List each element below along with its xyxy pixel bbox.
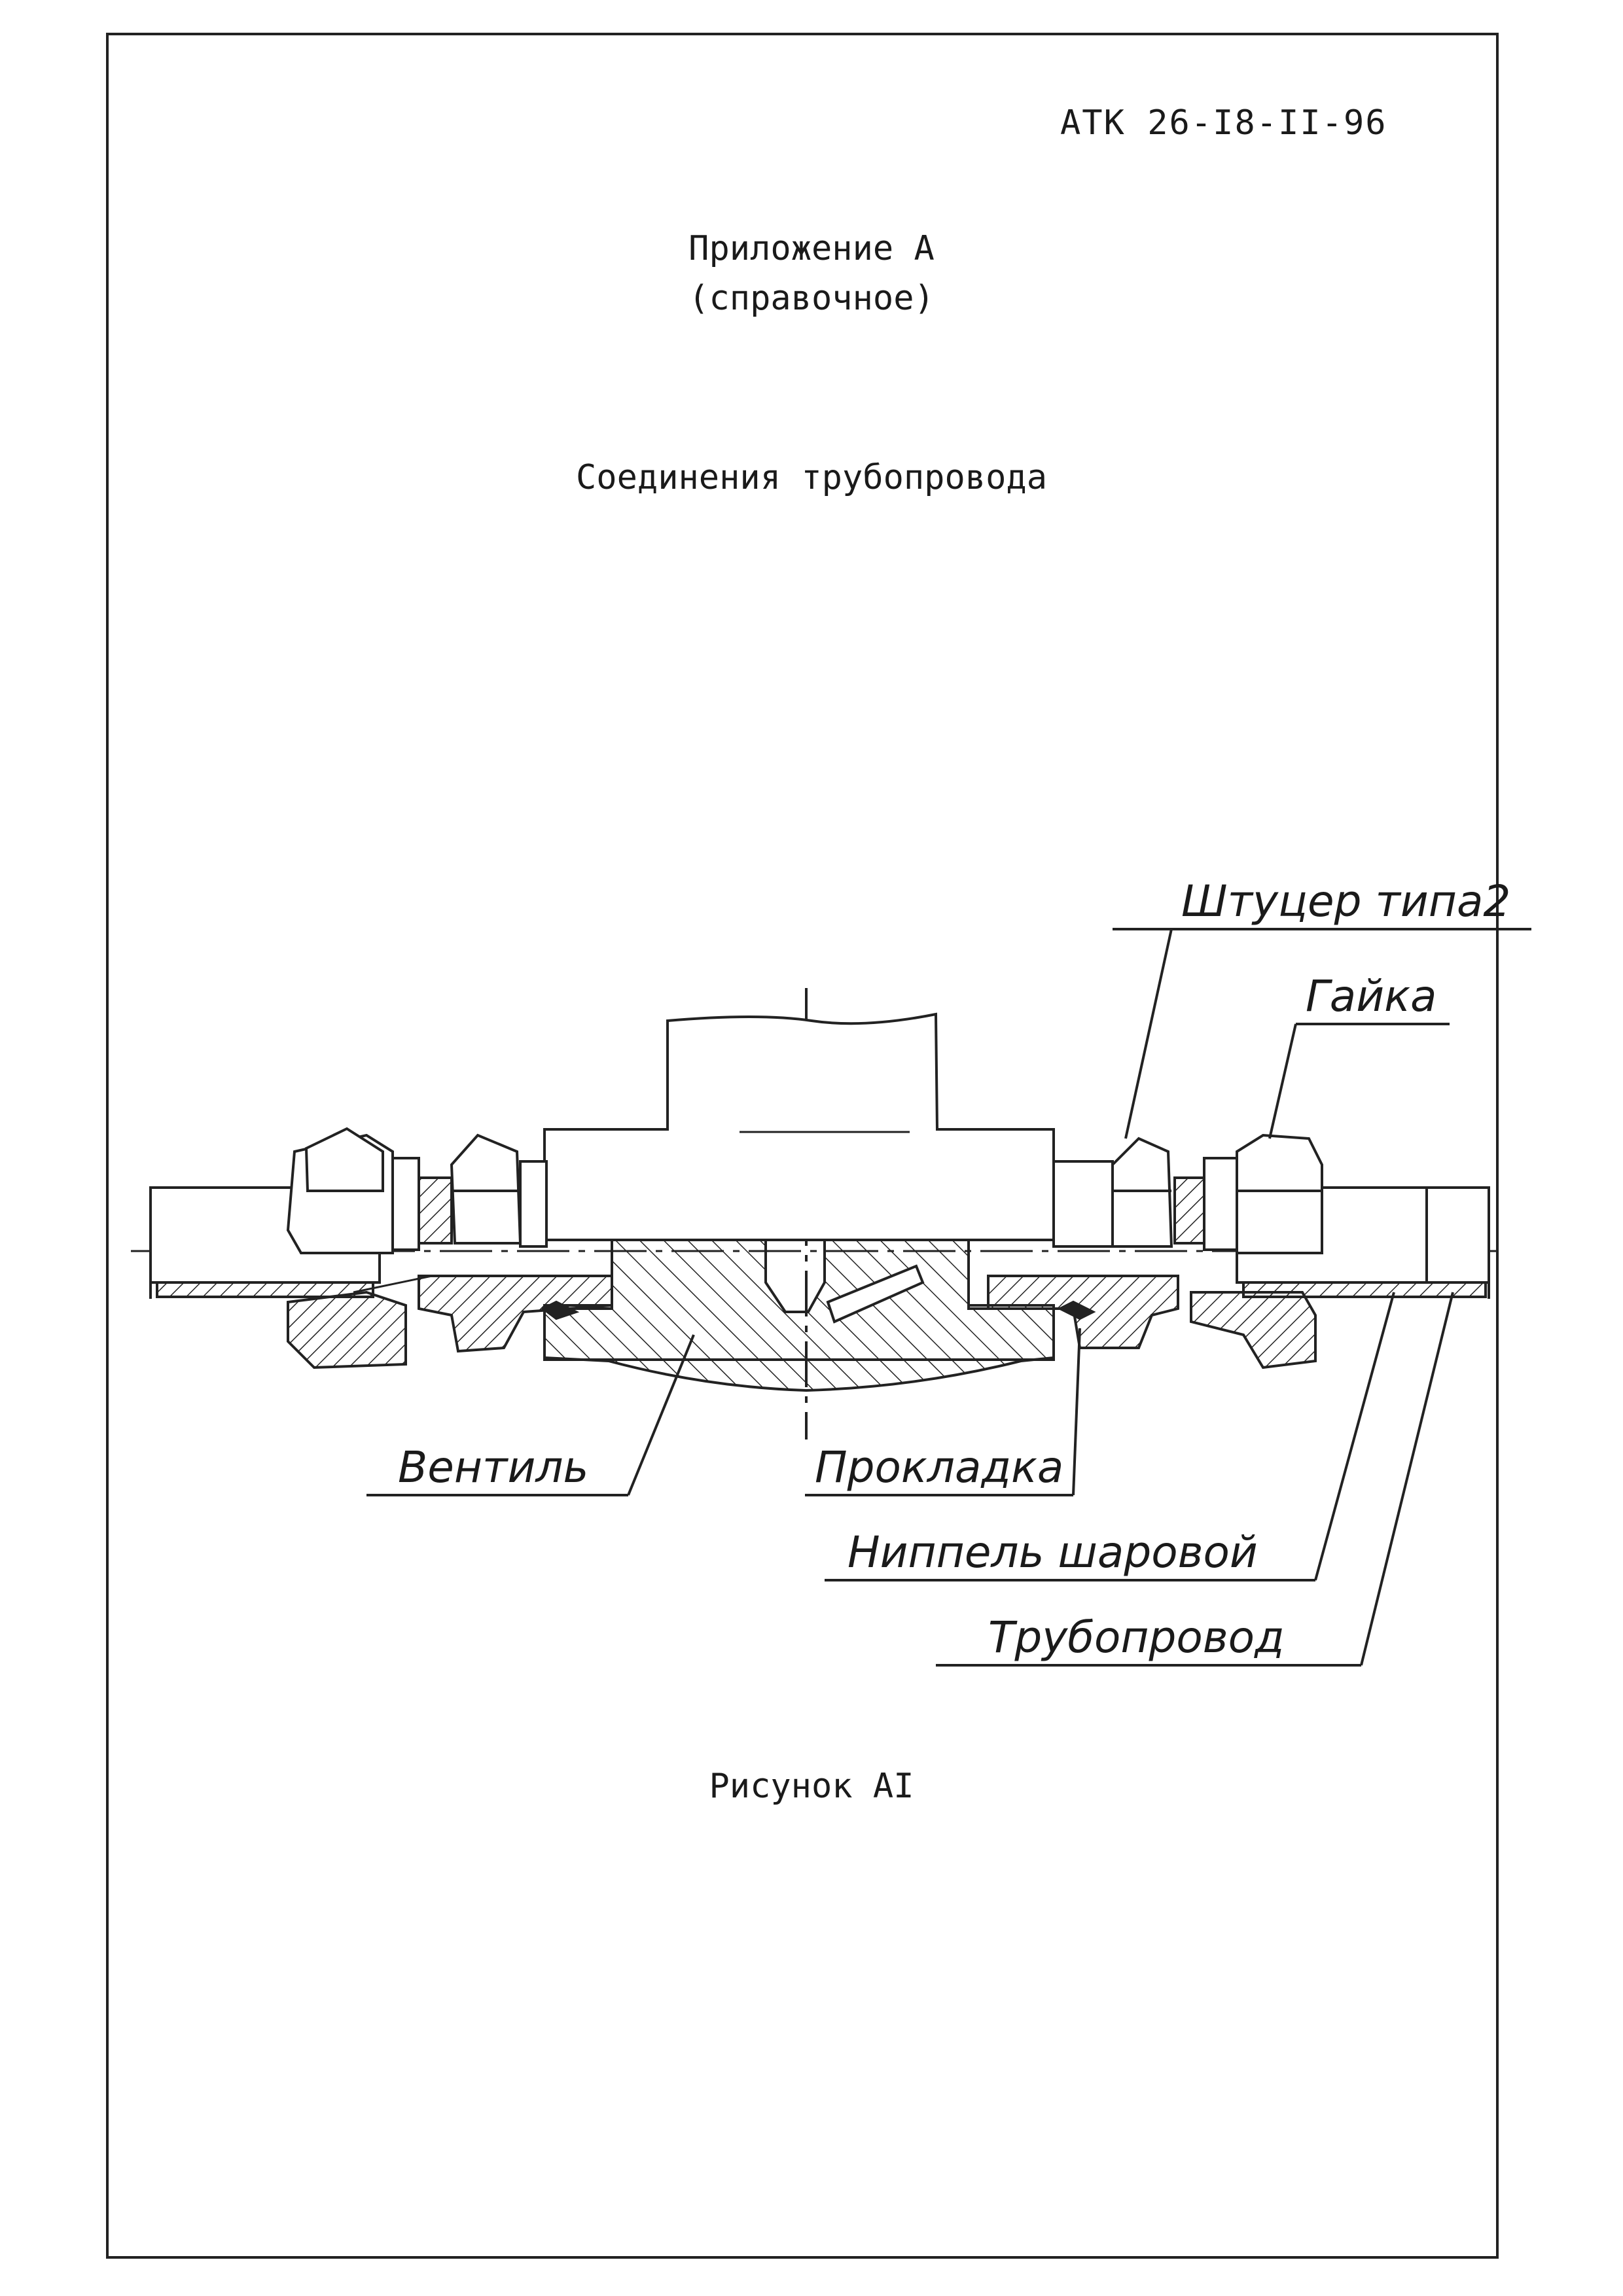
figure-caption: Рисунок АI <box>709 1767 914 1806</box>
label-pipeline: Трубопровод <box>988 1612 1285 1663</box>
appendix-subtitle: (справочное) <box>688 279 935 318</box>
document-code: АТК 26-I8-II-96 <box>1060 103 1387 143</box>
page-frame <box>106 33 1499 2259</box>
label-nut: Гайка <box>1306 971 1436 1021</box>
label-fitting: Штуцер типа2 <box>1181 876 1510 927</box>
drawing-geometry <box>131 928 1531 1667</box>
label-valve: Вентиль <box>398 1442 588 1492</box>
appendix-title: Приложение А <box>688 229 935 268</box>
label-gasket: Прокладка <box>815 1442 1063 1492</box>
label-ball-nipple: Ниппель шаровой <box>847 1527 1258 1578</box>
section-title: Соединения трубопровода <box>575 458 1048 497</box>
